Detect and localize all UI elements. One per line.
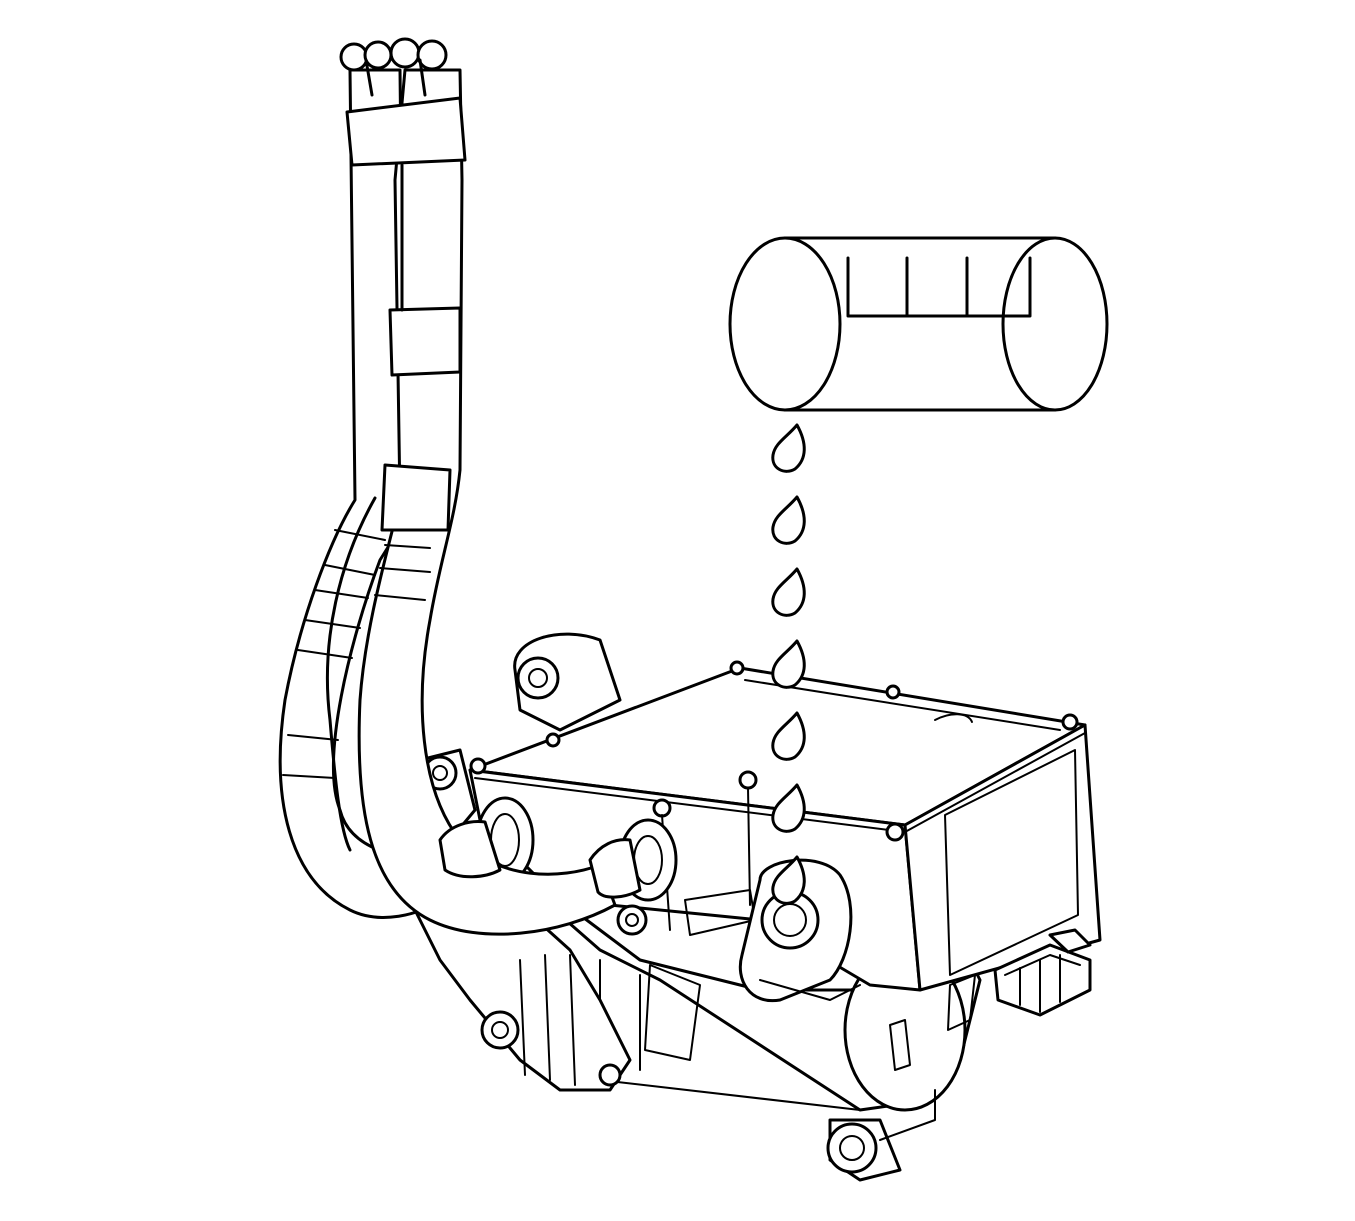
oil-drop bbox=[771, 783, 806, 833]
refrigerant-hoses bbox=[278, 37, 642, 936]
front-flange bbox=[408, 898, 632, 1092]
oil-drops bbox=[771, 423, 806, 905]
oil-drop bbox=[771, 855, 806, 905]
cover-screws bbox=[469, 660, 1079, 842]
oil-drop bbox=[771, 423, 806, 473]
hose-end-3 bbox=[389, 37, 421, 69]
hose-sleeve-upper bbox=[388, 306, 462, 377]
bolt-boss-left bbox=[480, 1010, 520, 1050]
hose-band-top bbox=[345, 96, 467, 167]
oil-measuring-cylinder bbox=[728, 236, 1109, 412]
hose-sleeve-lower bbox=[380, 463, 452, 532]
cylinder-end-open bbox=[728, 236, 842, 412]
electrical-connector bbox=[993, 928, 1092, 1017]
oil-drop bbox=[771, 495, 806, 545]
housing-label-plate bbox=[644, 964, 701, 1061]
hose-end-2 bbox=[363, 40, 393, 70]
oil-drop bbox=[771, 567, 806, 617]
cylinder-body bbox=[783, 236, 1109, 412]
cylinder-end-far bbox=[1001, 236, 1057, 412]
graduation-marks bbox=[846, 256, 1032, 318]
hose-end-4 bbox=[416, 39, 448, 71]
discharge-hose bbox=[357, 68, 617, 936]
oil-drop bbox=[771, 711, 806, 761]
module-cover-side bbox=[903, 723, 1102, 992]
side-access-panel bbox=[944, 749, 1079, 976]
mounting-foot-bottom bbox=[826, 1122, 878, 1174]
hose-end-1 bbox=[339, 42, 369, 72]
bolt-boss-center bbox=[598, 1063, 622, 1087]
oil-drop bbox=[771, 639, 806, 689]
